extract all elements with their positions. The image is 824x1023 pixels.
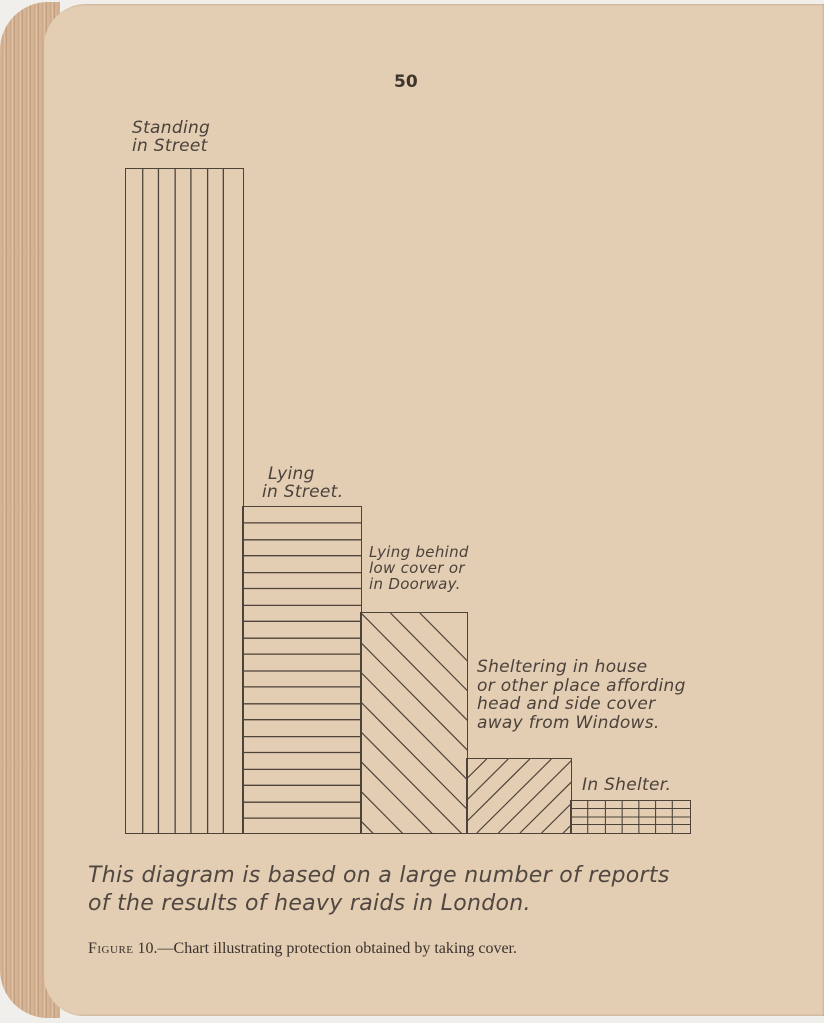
bar-lying-behind-cover [360,612,468,834]
grid-hatch [571,801,690,833]
bar-label-lying-cover: Lying behind low cover or in Doorway. [369,543,469,593]
label-line: away from Windows. [477,713,660,734]
bar-lying-in-street [242,506,362,834]
figure-label: Figure [88,940,134,957]
label-line: in Street. [262,481,344,502]
figure-caption-text: 10.—Chart illustrating protection obtain… [133,940,517,957]
bar-in-shelter [570,800,691,834]
label-line: low cover or [369,558,465,577]
note-line: This diagram is based on a large number … [88,863,670,888]
label-line: head and side cover [477,694,656,715]
label-line: In Shelter. [582,775,672,795]
bar-standing-in-street [125,168,244,834]
bar-label-sheltering-house: Sheltering in house or other place affor… [477,658,686,733]
diagonal-backslash-hatch [361,613,467,833]
label-line: in Street [132,135,208,156]
label-line: Lying behind [369,543,469,561]
vertical-hatch [142,169,224,833]
diagram-note: This diagram is based on a large number … [88,862,670,917]
label-line: in Doorway. [369,574,461,593]
diagonal-slash-hatch [467,759,571,833]
label-line: Standing [132,118,211,138]
bar-label-standing: Standing in Street [132,118,211,156]
label-line: or other place affording [477,675,686,696]
bar-label-lying-street: Lying in Street. [262,464,344,502]
bar-label-in-shelter: In Shelter. [582,775,672,795]
figure-caption: Figure 10.—Chart illustrating protection… [88,940,517,958]
horizontal-hatch [243,522,361,819]
page-number: 50 [394,72,418,92]
bar-sheltering-in-house [466,758,572,834]
label-line: Sheltering in house [477,657,648,677]
book-page [44,4,824,1016]
note-line: of the results of heavy raids in London. [88,890,531,916]
label-line: Lying [268,464,315,484]
